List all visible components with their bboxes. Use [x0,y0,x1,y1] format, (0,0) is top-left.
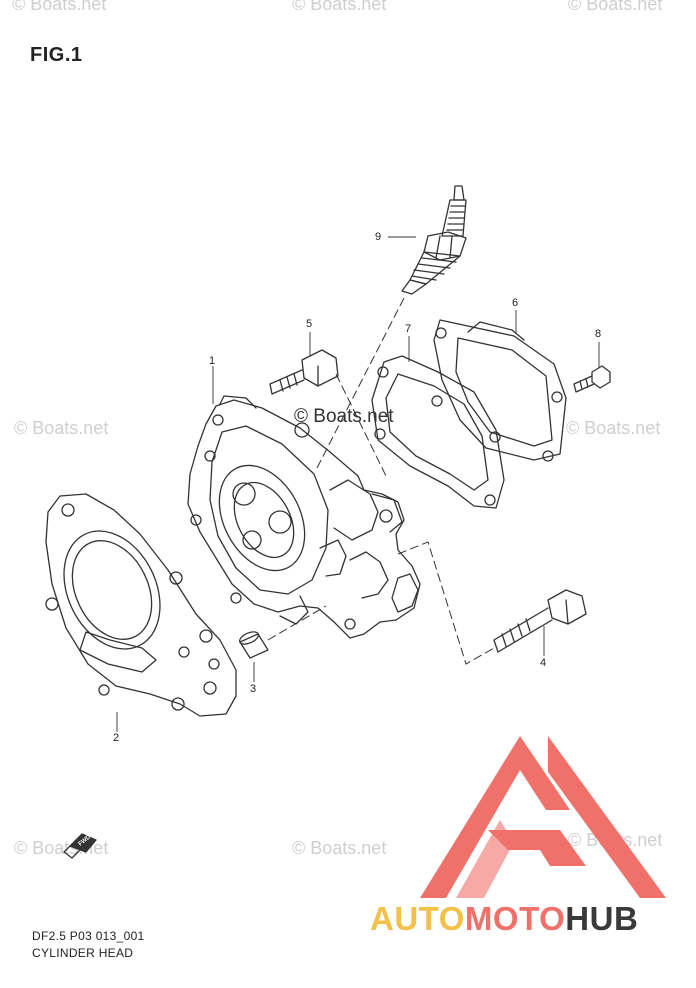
callout-6: 6 [512,297,519,309]
callout-3: 3 [250,683,257,695]
watermark-text: © Boats.net [568,0,663,14]
automotohub-logo-mark [420,736,666,898]
watermark-text: © Boats.net [292,0,387,14]
watermark-center: © Boats.net [294,406,394,427]
callout-9: 9 [375,231,382,243]
cylinder-head-part [187,395,421,639]
leader-line-bolt-4 [397,541,495,665]
cover-gasket-part [371,355,505,509]
bolt-part-8 [573,365,611,393]
callout-4: 4 [540,657,547,669]
watermark-text: © Boats.net [566,418,661,438]
forward-direction-arrow [63,833,97,859]
brand-wordmark: AUTOMOTOHUB [370,900,638,938]
drawing-code: DF2.5 P03 013_001 [32,929,145,943]
watermark-text: © Boats.net [292,838,387,858]
callout-5: 5 [306,318,313,330]
brand-part-moto: MOTO [464,900,566,937]
figure-title: FIG.1 [30,44,83,66]
bolt-part-4 [493,589,587,653]
callout-8: 8 [595,328,602,340]
cylinder-head-cover-part [433,319,567,462]
watermark-text: © Boats.net [14,418,109,438]
leader-line-bolt-5 [335,373,387,477]
callout-1: 1 [209,355,216,367]
leader-line-dowel [267,605,327,641]
callout-7: 7 [405,323,412,335]
cylinder-head-gasket-part [45,493,237,717]
spark-plug-part [401,185,467,295]
dowel-pin-part [238,631,269,659]
brand-part-hub: HUB [565,900,639,937]
brand-part-auto: AUTO [370,900,465,937]
watermark-text: © Boats.net [12,0,107,14]
drawing-name: CYLINDER HEAD [32,946,134,960]
leader-line-spark-plug [315,297,405,471]
bolt-part-5 [269,349,339,395]
callout-2: 2 [113,732,120,744]
